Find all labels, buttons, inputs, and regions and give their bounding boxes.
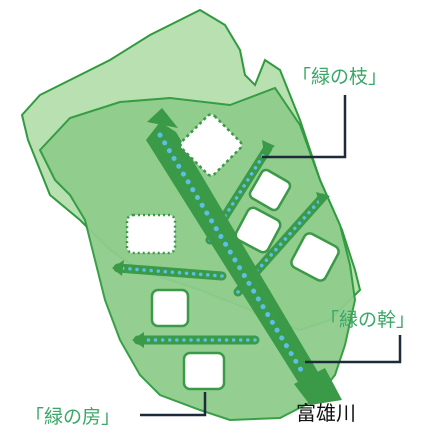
branch-left-upper <box>112 260 227 281</box>
room-left-dotted <box>125 213 177 255</box>
room-b <box>234 206 282 254</box>
label-river: 富雄川 <box>296 401 356 425</box>
label-green-trunk: 「緑の幹」 <box>320 309 415 331</box>
label-green-house: 「緑の房」 <box>25 406 120 428</box>
branch-left-lower <box>132 332 260 348</box>
room-c <box>290 232 340 282</box>
river-outlet <box>294 368 342 405</box>
green-rooms <box>125 113 340 391</box>
leader-branch <box>262 95 347 159</box>
leader-lines <box>140 95 402 417</box>
green-trunk <box>146 108 342 405</box>
green-branches <box>112 140 330 348</box>
room-e <box>182 351 226 391</box>
leader-house <box>140 392 207 417</box>
room-d <box>150 288 190 328</box>
leader-trunk <box>305 335 402 364</box>
room-a <box>248 168 292 212</box>
label-green-branch: 「緑の枝」 <box>292 66 387 88</box>
room-top <box>179 113 243 177</box>
